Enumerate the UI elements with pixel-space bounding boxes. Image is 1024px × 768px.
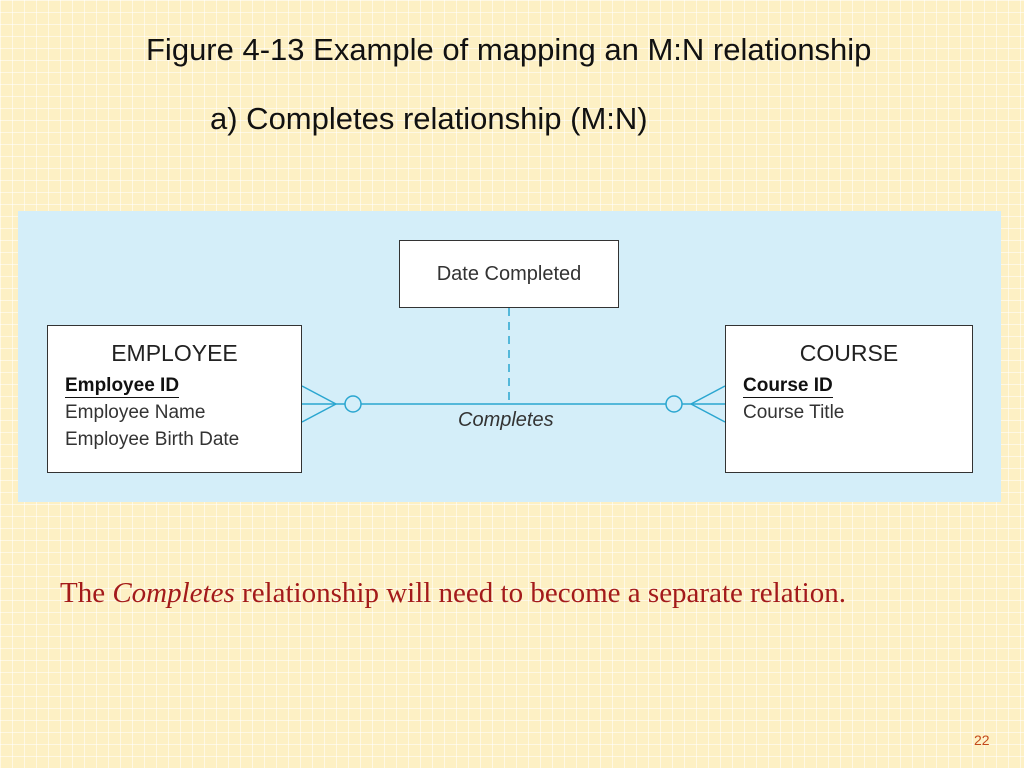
caption-before: The xyxy=(60,577,113,609)
caption-after: relationship will need to become a separ… xyxy=(234,577,846,609)
employee-crows-foot-icon xyxy=(301,385,337,423)
er-diagram: Date Completed Completes EMPLOYEE Employ… xyxy=(18,211,1001,502)
course-title-attribute: Course Title xyxy=(743,402,845,423)
slide-subtitle: a) Completes relationship (M:N) xyxy=(210,101,648,136)
page-number: 22 xyxy=(974,732,990,748)
relationship-lines xyxy=(301,308,726,423)
relationship-attribute-label: Date Completed xyxy=(436,262,582,285)
employee-name-attribute: Employee Name xyxy=(65,402,206,423)
course-entity: COURSE Course ID Course Title xyxy=(725,325,973,473)
relationship-label: Completes xyxy=(458,409,554,431)
employee-birth-date-attribute: Employee Birth Date xyxy=(65,429,240,450)
employee-optional-circle-icon xyxy=(344,395,362,413)
employee-entity: EMPLOYEE Employee ID Employee Name Emplo… xyxy=(47,325,302,473)
slide-title: Figure 4-13 Example of mapping an M:N re… xyxy=(146,32,872,67)
caption-emphasis: Completes xyxy=(112,577,235,609)
course-id-attribute: Course ID xyxy=(743,375,833,398)
employee-id-attribute: Employee ID xyxy=(65,375,180,398)
employee-entity-name: EMPLOYEE xyxy=(111,340,238,366)
course-entity-name: COURSE xyxy=(799,340,899,366)
relationship-attribute-box: Date Completed xyxy=(399,240,619,308)
course-crows-foot-icon xyxy=(690,385,726,423)
slide-caption: The Completes relationship will need to … xyxy=(60,577,846,610)
course-optional-circle-icon xyxy=(665,395,683,413)
